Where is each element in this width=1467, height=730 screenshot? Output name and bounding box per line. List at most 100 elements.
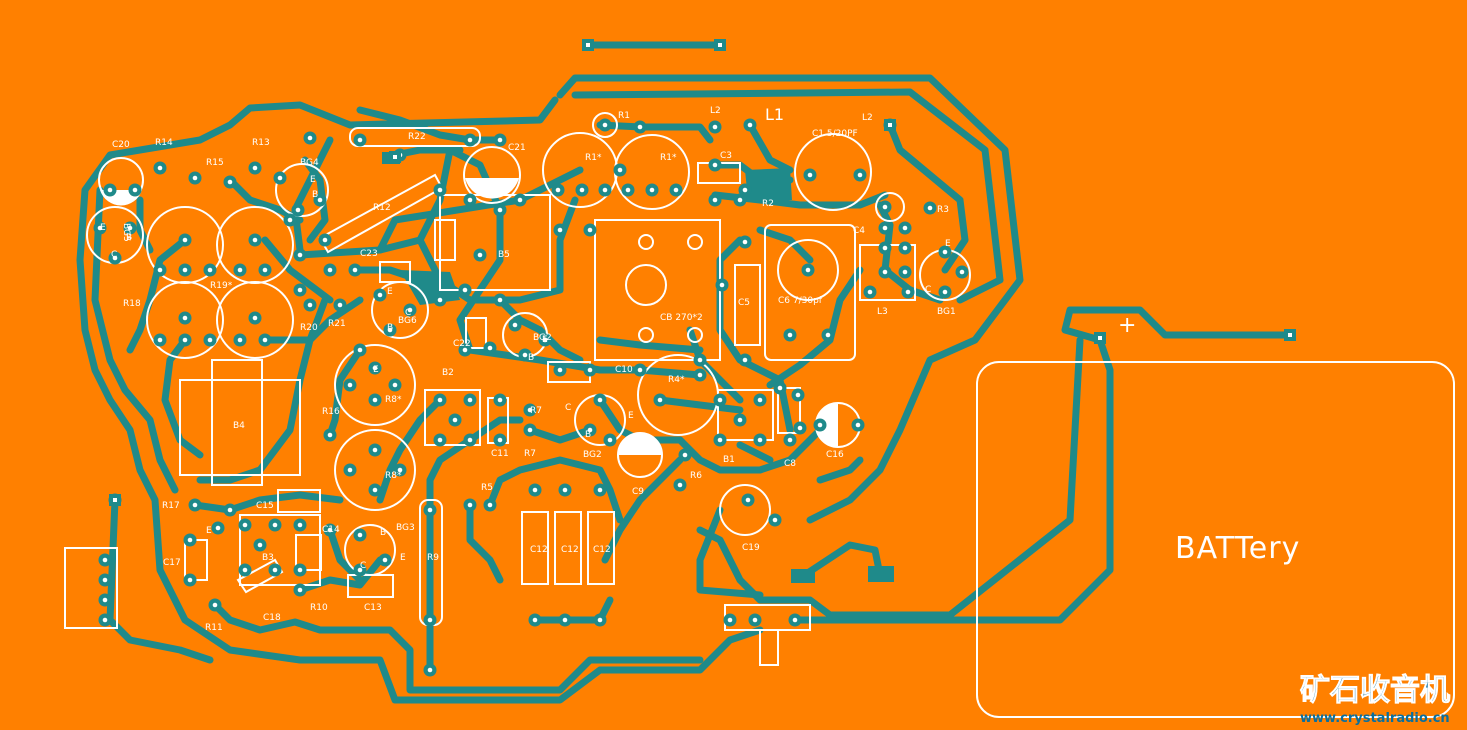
pad-hole xyxy=(855,422,861,428)
pad-hole xyxy=(297,587,303,593)
pad-hole xyxy=(102,617,108,623)
pad-hole xyxy=(882,225,888,231)
pad-hole xyxy=(942,249,948,255)
pad-hole xyxy=(327,432,333,438)
pin-E6: E xyxy=(945,239,951,249)
pad-hole xyxy=(357,567,363,573)
pad-hole xyxy=(215,525,221,531)
pad-hole xyxy=(477,252,483,258)
pad-hole xyxy=(357,347,363,353)
pad-hole xyxy=(757,397,763,403)
pad-hole xyxy=(295,207,301,213)
pad-hole xyxy=(427,667,433,673)
label-BG5: BG5 xyxy=(121,223,131,242)
battery-plus-sign: + xyxy=(1118,313,1136,338)
pad-hole xyxy=(487,345,493,351)
solder-pads xyxy=(93,39,1296,677)
pad-hole xyxy=(625,187,631,193)
pad-hole xyxy=(252,315,258,321)
pin-C5: C xyxy=(565,403,571,413)
pad-hole xyxy=(387,327,393,333)
label-C4: C4 xyxy=(853,226,865,236)
pad-hole xyxy=(682,452,688,458)
pad-hole xyxy=(602,187,608,193)
pad-hole xyxy=(742,239,748,245)
pad-hole xyxy=(327,527,333,533)
pad-hole xyxy=(252,165,258,171)
pad-hole xyxy=(467,197,473,203)
pin-B1: B xyxy=(126,233,132,243)
label-R22: R22 xyxy=(408,132,426,142)
pad-hole xyxy=(557,227,563,233)
label-R12: R12 xyxy=(373,203,391,213)
label-C14: C14 xyxy=(322,525,340,535)
pad-hole xyxy=(437,397,443,403)
pad-hole xyxy=(557,367,563,373)
pad-hole xyxy=(742,187,748,193)
pin-B2: B xyxy=(312,190,318,200)
label-L3: L3 xyxy=(877,307,888,317)
pin-E5: E xyxy=(628,411,634,421)
pad-hole xyxy=(427,507,433,513)
pin-E9: E xyxy=(206,526,212,536)
pad-hole xyxy=(712,124,718,130)
pad-hole xyxy=(649,187,655,193)
label-C23: C23 xyxy=(360,249,378,259)
pad-hole xyxy=(697,357,703,363)
pad-hole xyxy=(745,497,751,503)
pin-C3: C xyxy=(405,308,411,318)
label-R13: R13 xyxy=(252,138,270,148)
pad-hole xyxy=(617,167,623,173)
pad-hole xyxy=(467,502,473,508)
pin-C6: C xyxy=(925,285,931,295)
pad-hole xyxy=(677,482,683,488)
pad-hole xyxy=(352,267,358,273)
pad-hole xyxy=(427,617,433,623)
label-R16: R16 xyxy=(322,407,340,417)
pad-hole xyxy=(227,179,233,185)
pin-C8: C xyxy=(360,561,366,571)
pad-hole xyxy=(102,577,108,583)
pad-hole xyxy=(1288,333,1292,337)
pad-hole xyxy=(757,437,763,443)
pin-B4: B xyxy=(528,353,534,363)
label-BG2b: BG2 xyxy=(533,333,552,343)
label-R5: R5 xyxy=(481,483,493,493)
pad-hole xyxy=(882,204,888,210)
label-R2: R2 xyxy=(762,199,774,209)
pad-hole xyxy=(497,137,503,143)
pin-B3: B xyxy=(387,323,393,333)
pad-hole xyxy=(718,43,722,47)
pad-hole xyxy=(586,43,590,47)
pad-hole xyxy=(287,217,293,223)
pad-hole xyxy=(157,337,163,343)
pad-hole xyxy=(597,617,603,623)
pin-E1: E xyxy=(100,223,106,233)
label-BG1: BG1 xyxy=(937,307,956,317)
label-C6: C6 7/30pf xyxy=(778,296,823,306)
pad-hole xyxy=(112,255,118,261)
pad-hole xyxy=(597,487,603,493)
pin-B5: B xyxy=(585,430,591,440)
pad-hole xyxy=(182,237,188,243)
pad-hole xyxy=(532,617,538,623)
label-R4: R4* xyxy=(668,375,685,385)
pad-hole xyxy=(382,557,388,563)
label-R7b: R7 xyxy=(524,449,536,459)
label-R6: R6 xyxy=(690,471,702,481)
pad-hole xyxy=(487,502,493,508)
pad-hole xyxy=(562,487,568,493)
label-R18: R18 xyxy=(123,299,141,309)
pin-E2: E xyxy=(310,175,316,185)
copper-traces xyxy=(76,41,1294,704)
label-BG4: BG4 xyxy=(300,158,319,168)
pad-hole xyxy=(192,175,198,181)
pad-hole xyxy=(717,437,723,443)
pin-E8: E xyxy=(373,365,379,375)
pad-hole xyxy=(437,187,443,193)
pad-hole xyxy=(297,567,303,573)
pad-hole xyxy=(905,289,911,295)
label-C9: C9 xyxy=(632,487,644,497)
label-L2b: L2 xyxy=(862,113,873,123)
pad-hole xyxy=(805,267,811,273)
